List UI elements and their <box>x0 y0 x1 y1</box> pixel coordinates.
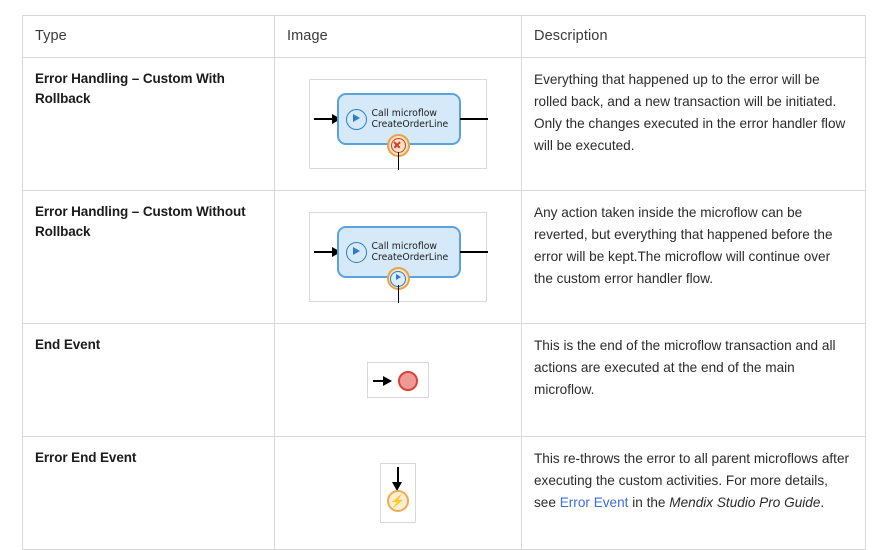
guide-title-italic: Mendix Studio Pro Guide <box>669 495 821 511</box>
column-header-image: Image <box>274 15 522 58</box>
row-image-cell: Call microflow CreateOrderLine <box>274 57 522 191</box>
outgoing-flow-line <box>459 251 488 253</box>
image-wrap: Call microflow CreateOrderLine <box>287 69 508 179</box>
call-microflow-label: Call microflow CreateOrderLine <box>372 108 449 131</box>
row-description: This re-throws the error to all parent m… <box>521 436 866 550</box>
image-wrap: ⚡ <box>287 448 508 538</box>
error-flow-line <box>397 152 400 170</box>
bolt-icon: ⚡ <box>390 494 405 508</box>
row-type-label: Error Handling – Custom Without Rollback <box>22 190 275 324</box>
call-microflow-label-line1: Call microflow <box>371 107 438 119</box>
outgoing-flow-line <box>459 118 488 120</box>
microflow-elements-table: Type Image Description Error Handling – … <box>22 15 866 550</box>
row-image-cell: Call microflow CreateOrderLine <box>274 190 522 324</box>
play-icon <box>345 241 367 263</box>
row-image-cell: ⚡ <box>274 436 522 550</box>
table-row: Error End Event ⚡ This re-throws the err… <box>22 436 866 550</box>
incoming-arrow-icon <box>392 467 403 491</box>
call-microflow-label: Call microflow CreateOrderLine <box>372 241 449 264</box>
column-header-type: Type <box>22 15 275 58</box>
row-image-cell <box>274 323 522 437</box>
row-description: Any action taken inside the microflow ca… <box>521 190 866 324</box>
error-cross-icon <box>390 138 406 153</box>
table-header-row: Type Image Description <box>22 15 866 58</box>
table-row: Error Handling – Custom With Rollback Ca… <box>22 57 866 191</box>
microflow-diagram-with-rollback: Call microflow CreateOrderLine <box>308 79 488 170</box>
column-header-description: Description <box>521 15 866 58</box>
image-wrap: Call microflow CreateOrderLine <box>287 202 508 312</box>
page-root: Type Image Description Error Handling – … <box>0 0 890 469</box>
microflow-diagram-without-rollback: Call microflow CreateOrderLine <box>308 212 488 303</box>
call-microflow-label-line1: Call microflow <box>371 240 438 252</box>
call-microflow-label-line2: CreateOrderLine <box>371 252 449 263</box>
table-row: Error Handling – Custom Without Rollback… <box>22 190 866 324</box>
call-microflow-label-line2: CreateOrderLine <box>371 119 449 130</box>
description-text-after-link: in the <box>628 495 670 511</box>
row-description: Everything that happened up to the error… <box>521 57 866 191</box>
error-event-link[interactable]: Error Event <box>559 495 629 511</box>
incoming-arrow-icon <box>313 114 341 124</box>
end-event-diagram <box>366 362 429 398</box>
end-event-circle-icon <box>397 371 418 391</box>
error-end-event-diagram: ⚡ <box>379 463 416 523</box>
row-description: This is the end of the microflow transac… <box>521 323 866 437</box>
play-icon <box>345 108 367 130</box>
incoming-arrow-icon <box>372 375 392 386</box>
error-end-event-circle-icon: ⚡ <box>386 490 409 512</box>
error-flow-line <box>397 285 400 303</box>
row-type-label: Error Handling – Custom With Rollback <box>22 57 275 191</box>
row-type-label: Error End Event <box>22 436 275 550</box>
table-row: End Event This is the end of the microfl… <box>22 323 866 437</box>
row-type-label: End Event <box>22 323 275 437</box>
image-wrap <box>287 335 508 425</box>
description-text-tail: . <box>820 495 825 511</box>
incoming-arrow-icon <box>313 247 341 257</box>
